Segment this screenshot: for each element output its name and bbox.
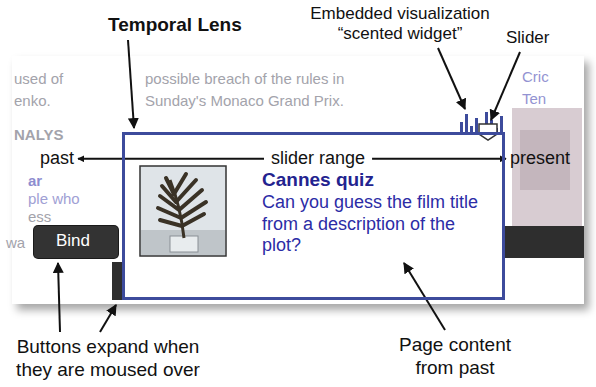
page-text: possible breach of the rules in <box>145 70 344 88</box>
scented-widget <box>460 112 503 140</box>
page-text: enko. <box>14 92 51 110</box>
leader-line <box>58 263 60 332</box>
bind-button: Bind <box>34 226 118 258</box>
page-text: used of <box>14 70 63 88</box>
callout-label: Page content from past <box>388 334 522 380</box>
button-label: Bind <box>56 231 90 251</box>
lens-heading: Cannes quiz <box>262 169 494 192</box>
page-link: Ten <box>522 90 546 108</box>
toolbar-band <box>505 226 584 258</box>
range-end-label: past <box>40 148 74 170</box>
lens-body: Can you guess the film title from a desc… <box>262 192 494 257</box>
leader-line <box>491 52 520 120</box>
page-heading: NALYS <box>14 126 63 144</box>
leader-line <box>404 263 445 330</box>
page-screenshot <box>12 56 584 304</box>
range-arrow <box>78 158 264 160</box>
page-link: Cric <box>522 68 549 86</box>
thumbnail-frame <box>140 166 226 256</box>
callout-label: Buttons expand when they are moused over <box>2 336 214 382</box>
callout-title: Temporal Lens <box>108 14 242 37</box>
range-arrow <box>372 158 506 160</box>
page-link: ar <box>28 172 42 190</box>
widget-bar <box>465 114 468 134</box>
leader-line <box>128 40 134 128</box>
page-text: ess <box>28 208 51 226</box>
page-text: wa <box>6 234 25 252</box>
thumbnail-image <box>140 166 226 256</box>
palm-leaflets <box>158 174 206 226</box>
page-text: Sunday's Monaco Grand Prix. <box>145 92 344 110</box>
leader-line <box>100 305 116 332</box>
range-end-label: present <box>510 148 570 170</box>
leader-line <box>438 48 465 109</box>
page-link: ple who <box>28 190 80 208</box>
leader-lines <box>58 40 520 332</box>
callout-label: Embedded visualization “scented widget” <box>300 4 500 45</box>
range-label: slider range <box>268 148 368 170</box>
callout-label: Slider <box>506 28 549 48</box>
trophy-base <box>170 236 198 252</box>
lens-ground <box>122 132 505 300</box>
